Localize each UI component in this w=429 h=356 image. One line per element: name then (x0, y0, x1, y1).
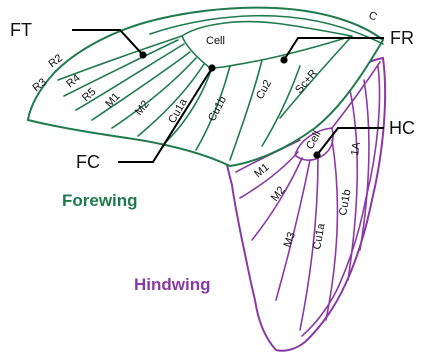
fc-pointer-dot (208, 64, 215, 71)
callout-ft: FT (10, 20, 32, 40)
callout-hc: HC (389, 118, 415, 138)
title-forewing: Forewing (62, 191, 138, 210)
fr-pointer-dot (280, 56, 287, 63)
hc-pointer-dot (313, 151, 320, 158)
forewing-label-cell: Cell (206, 35, 225, 47)
hindwing-label-1a: 1A (349, 141, 363, 157)
ft-pointer-dot (139, 51, 146, 58)
title-hindwing: Hindwing (134, 275, 210, 294)
forewing-label-c: C (367, 10, 379, 24)
callout-fr: FR (390, 28, 414, 48)
callout-fc: FC (76, 152, 100, 172)
